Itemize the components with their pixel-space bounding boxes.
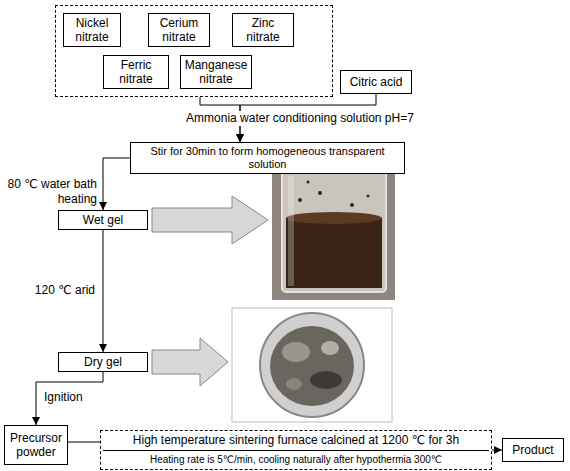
node-text: Wet gel [62,213,144,227]
node-text: Manganese nitrate [184,58,248,86]
group-box: Nickel nitrate Cerium nitrate Zinc nitrate… [55,5,333,97]
process-box: Dry gel [58,352,148,372]
block-arrow [152,196,268,244]
edge-label: Ammonia water conditioning solution pH=7 [184,111,416,126]
node-text: Zinc nitrate [236,16,290,44]
edge-label: 120 ℃ arid [33,283,97,298]
process-box: Nickel nitrate [63,13,121,47]
edge-label: Ignition [42,390,85,405]
node-text: Precursor powder [8,431,64,459]
process-box: Product [502,438,564,462]
connector [103,158,130,210]
arrow-head [236,134,244,142]
process-box: Stir for 30min to form homogeneous trans… [130,142,405,174]
process-box: Wet gel [58,210,148,230]
process-box: Cerium nitrate [148,13,210,47]
process-box: Ferric nitrate [103,55,169,89]
node-text: High temperature sintering furnace calci… [103,431,489,451]
arrow-head [99,344,107,352]
block-arrow [152,338,228,386]
node-text: Heating rate is 5℃/min, cooling naturall… [103,451,489,466]
node-text: Product [506,443,560,457]
node-text: Dry gel [62,355,144,369]
process-box: Citric acid [340,70,412,94]
process-box: Manganese nitrate [180,55,252,89]
process-band: High temperature sintering furnace calci… [100,430,492,470]
arrow-head [494,446,502,454]
arrow-head [99,202,107,210]
connector [36,372,103,425]
node-text: Stir for 30min to form homogeneous trans… [134,145,401,171]
node-text: Nickel nitrate [67,16,117,44]
arrow-head [236,134,244,142]
edge-label: 80 ℃ water bath heating [3,177,99,207]
connector [68,442,100,443]
process-box: Zinc nitrate [232,13,294,47]
connector [103,230,104,352]
process-box: Precursor powder [4,425,68,465]
arrow-head [32,417,40,425]
dry-gel-photo [232,308,392,422]
node-text: Cerium nitrate [152,16,206,44]
wet-gel-photo [272,160,395,300]
node-text: Ferric nitrate [107,58,165,86]
node-text: Citric acid [344,75,408,89]
